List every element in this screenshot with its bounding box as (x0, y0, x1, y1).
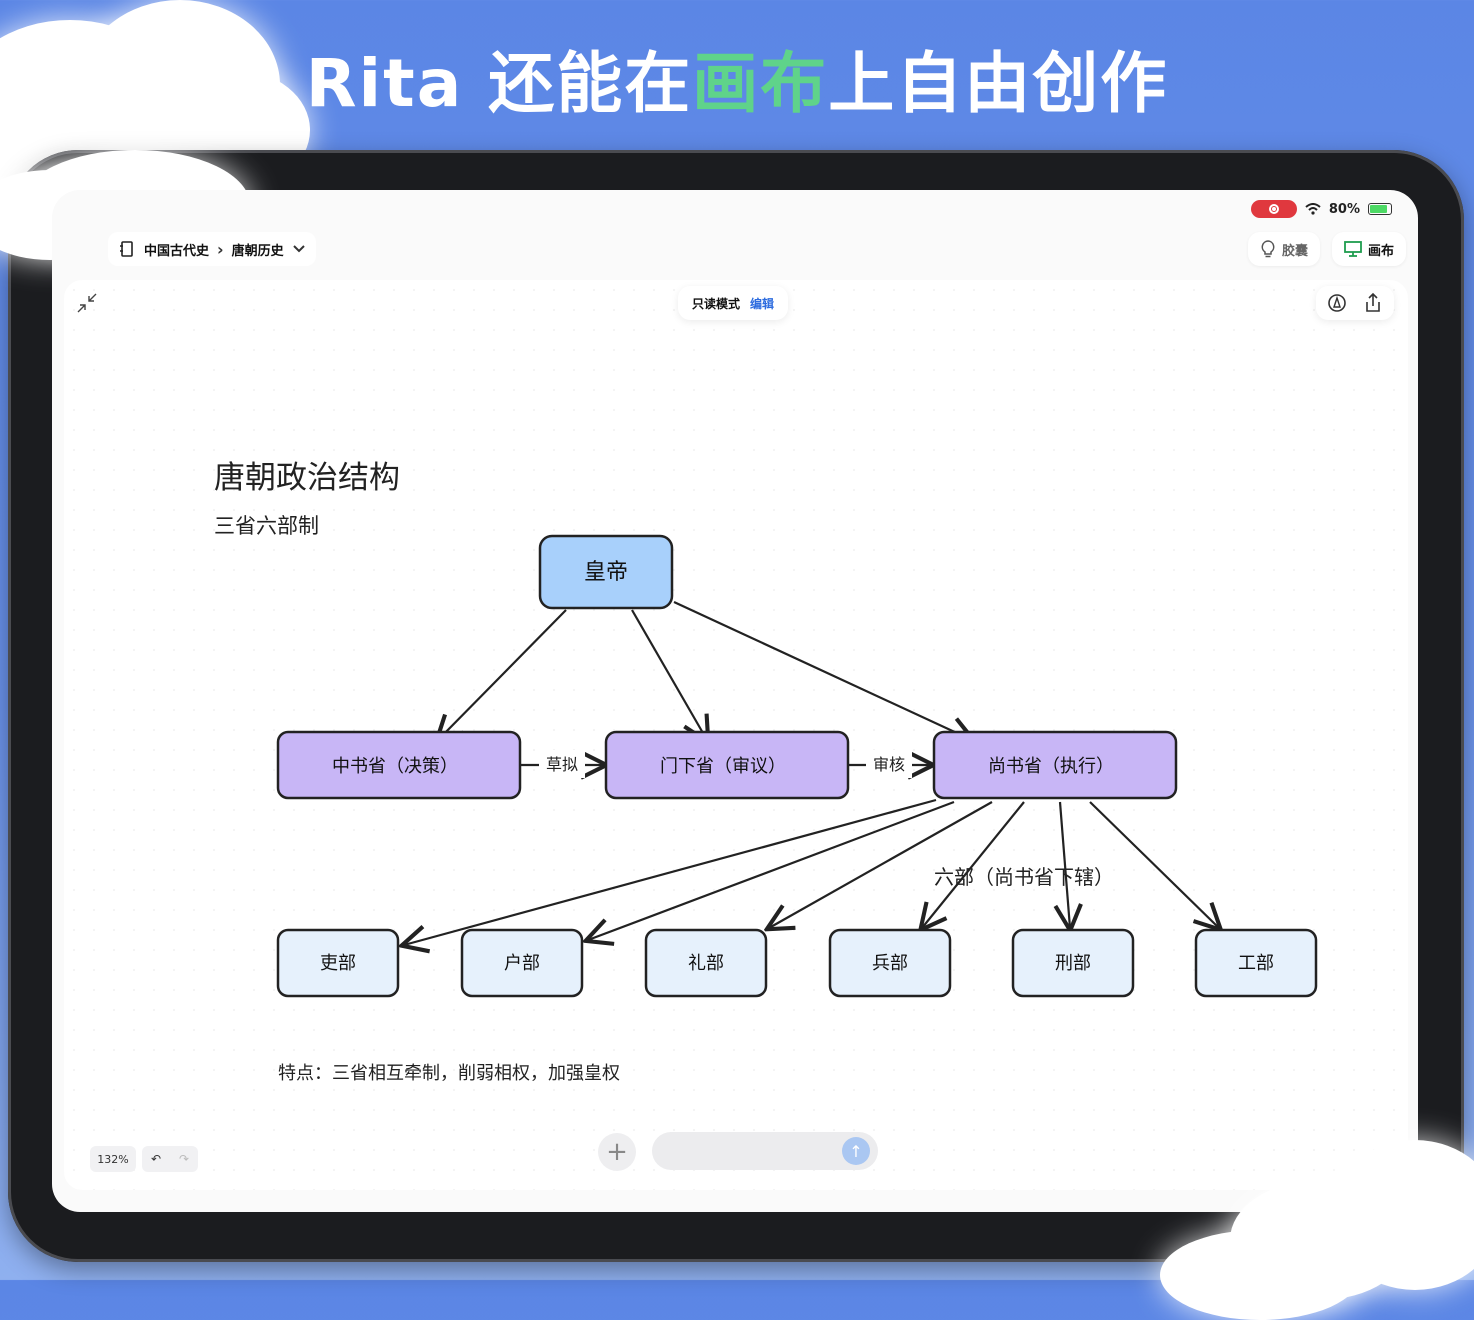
capsule-button[interactable]: 胶囊 (1247, 232, 1320, 266)
edge-label-draft: 草拟 (546, 755, 578, 774)
undo-icon[interactable]: ↶ (150, 1152, 162, 1166)
screen-record-icon (1250, 200, 1297, 218)
ministry-node-hubu[interactable]: 户部 (460, 928, 584, 998)
send-icon[interactable]: ↑ (842, 1137, 870, 1165)
diagram-note: 特点：三省相互牵制，削弱相权，加强皇权 (278, 1063, 620, 1084)
province-node-zhongshu[interactable]: 中书省（决策） (276, 730, 522, 800)
province-label: 门下省（审议） (660, 756, 786, 777)
ministry-node-xingbu[interactable]: 刑部 (1011, 928, 1135, 998)
lightbulb-icon (1261, 240, 1275, 258)
diagram-subtitle: 三省六部制 (214, 514, 319, 538)
collapse-icon[interactable] (74, 290, 100, 316)
battery-icon (1368, 203, 1392, 215)
diagram-title: 唐朝政治结构 (214, 460, 400, 496)
chat-input[interactable] (652, 1132, 878, 1170)
notebook-icon (120, 241, 133, 257)
mode-switch: 只读模式 编辑 (678, 286, 789, 320)
edge-to-hubu (588, 800, 955, 940)
promo-banner: Rita 还能在画布上自由创作 (0, 30, 1474, 126)
breadcrumb-root[interactable]: 中国古代史 (144, 243, 210, 259)
zoom-level[interactable]: 132% (90, 1146, 136, 1172)
ministry-node-libu[interactable]: 吏部 (276, 928, 400, 998)
banner-suffix: 上自由创作 (828, 45, 1169, 122)
share-icon[interactable] (1360, 290, 1386, 316)
edge-emperor-menxia (631, 609, 707, 740)
ministries-label: 六部（尚书省下辖） (934, 865, 1114, 889)
diagram-canvas: 唐朝政治结构 三省六部制 草拟 审核 六部（尚书省下辖） (214, 460, 1318, 1084)
edge-emperor-zhongshu (438, 609, 567, 740)
province-label: 尚书省（执行） (988, 756, 1114, 777)
canvas-area[interactable]: 只读模式 编辑 唐朝政治结构 三省六部制 (64, 280, 1408, 1190)
capsule-label: 胶囊 (1281, 243, 1308, 259)
banner-prefix: Rita 还能在 (305, 45, 693, 122)
province-node-menxia[interactable]: 门下省（审议） (604, 730, 850, 800)
top-actions: 胶囊 画布 (1247, 232, 1406, 266)
presentation-icon (1344, 241, 1362, 257)
banner-highlight: 画布 (692, 45, 829, 122)
canvas-button[interactable]: 画布 (1331, 232, 1406, 266)
edge-to-gongbu (1089, 801, 1219, 928)
battery-percent: 80% (1328, 201, 1360, 217)
app-screen: 80% 中国古代史 › 唐朝历史 胶囊 画 (52, 190, 1418, 1212)
ministry-node-bingbu[interactable]: 兵部 (828, 928, 952, 998)
ministry-label: 吏部 (320, 953, 356, 974)
redo-icon[interactable]: ↷ (178, 1152, 190, 1166)
readonly-mode-label: 只读模式 (692, 296, 741, 311)
edge-to-libu (404, 798, 937, 945)
ministry-node-gongbu[interactable]: 工部 (1194, 928, 1318, 998)
chevron-right-icon: › (217, 239, 224, 259)
watermark-text: 一键实况 (1340, 1228, 1444, 1256)
wifi-icon (1305, 203, 1321, 215)
ministry-label: 兵部 (872, 953, 908, 974)
edge-to-libu-rites (769, 801, 993, 928)
emperor-label: 皇帝 (584, 560, 628, 585)
pen-tool-icon[interactable] (1324, 290, 1350, 316)
breadcrumb-current[interactable]: 唐朝历史 (231, 243, 284, 259)
undo-redo-group: ↶ ↷ (142, 1146, 198, 1172)
edge-emperor-shangshu (673, 601, 972, 740)
chevron-down-icon[interactable] (292, 244, 306, 254)
province-node-shangshu[interactable]: 尚书省（执行） (932, 730, 1178, 800)
edit-button[interactable]: 编辑 (750, 296, 775, 311)
edge-to-bingbu (922, 801, 1025, 928)
ministry-node-libu-rites[interactable]: 礼部 (644, 928, 768, 998)
breadcrumb: 中国古代史 › 唐朝历史 (108, 232, 316, 266)
ministry-label: 工部 (1238, 953, 1274, 974)
canvas-tools (1316, 286, 1394, 320)
edge-to-xingbu (1060, 801, 1070, 928)
ministry-label: 刑部 (1055, 953, 1091, 974)
ministry-label: 礼部 (688, 953, 724, 974)
canvas-label: 画布 (1367, 243, 1394, 259)
emperor-node[interactable]: 皇帝 (538, 534, 674, 610)
status-bar: 80% (1250, 198, 1392, 220)
add-button[interactable]: + (598, 1133, 636, 1171)
ministry-label: 户部 (504, 953, 540, 974)
diagram-edges (404, 601, 1219, 945)
province-label: 中书省（决策） (332, 756, 458, 777)
edge-label-review: 审核 (873, 755, 905, 774)
